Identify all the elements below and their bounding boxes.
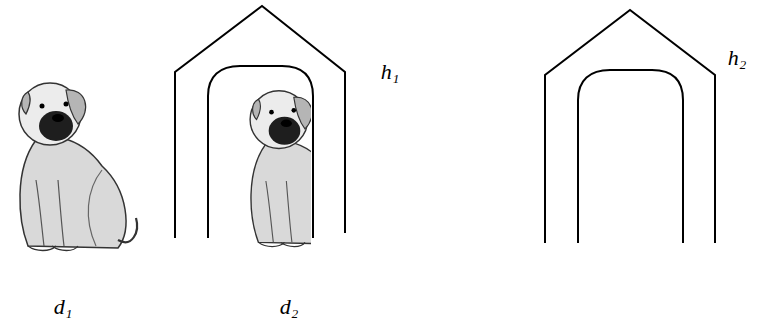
variable-label: h₂ [728,46,747,70]
dog-figure [250,91,311,247]
doghouse-outline [175,6,345,238]
doghouse-door [208,66,313,238]
doghouse-door [578,70,683,243]
variable-label: d₁ [54,295,73,319]
dog-figure [19,83,137,251]
variable-label: d₂ [280,295,299,319]
variable-label: h₁ [381,60,400,84]
doghouse-outline [545,10,715,243]
